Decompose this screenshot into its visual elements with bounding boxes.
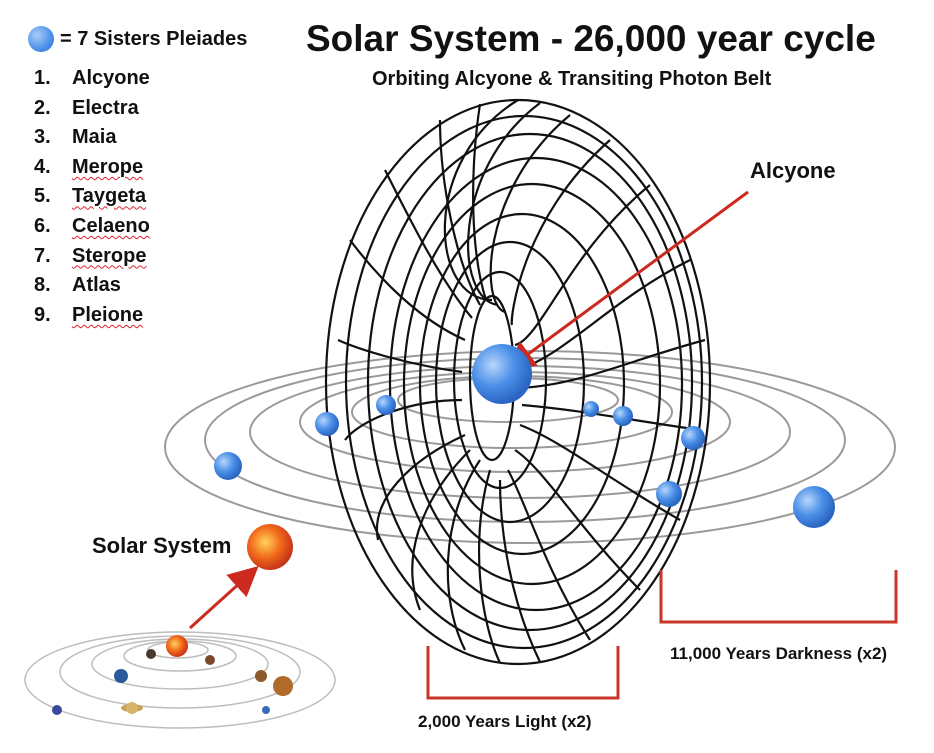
pleiades-star — [613, 406, 633, 426]
light-label: 2,000 Years Light (x2) — [418, 712, 592, 731]
list-item: 9.Pleione — [34, 303, 144, 326]
legend-key: = 7 Sisters Pleiades — [28, 26, 247, 52]
list-item: 4.Merope — [34, 155, 144, 178]
solar-system-sun — [247, 524, 293, 570]
page-title: Solar System - 26,000 year cycle — [306, 18, 876, 59]
legend-key-label: = 7 Sisters Pleiades — [60, 27, 248, 50]
planet — [262, 706, 270, 714]
planet — [114, 669, 128, 683]
list-item: 6.Celaeno — [34, 214, 150, 237]
planet — [205, 655, 215, 665]
light-bracket — [426, 646, 620, 700]
pleiades-star — [214, 452, 242, 480]
solar-system-arrow — [188, 565, 259, 630]
list-item: 3.Maia — [34, 126, 117, 149]
page-subtitle: Orbiting Alcyone & Transiting Photon Bel… — [372, 68, 772, 90]
pleiades-stars — [214, 344, 835, 528]
alcyone-label: Alcyone — [750, 158, 836, 183]
pleiades-dot-icon — [28, 26, 54, 52]
star-list: 1.Alcyone 2.Electra 3.Maia 4.Merope 5.Ta… — [34, 64, 150, 330]
list-item: 8.Atlas — [34, 274, 121, 297]
planet — [146, 649, 156, 659]
darkness-bracket — [659, 570, 898, 624]
solar-system-label: Solar System — [92, 533, 232, 558]
planet — [273, 676, 293, 696]
list-item: 5.Taygeta — [34, 185, 147, 208]
pleiades-star — [793, 486, 835, 528]
pleiades-star — [315, 412, 339, 436]
planet — [52, 705, 62, 715]
list-item: 1.Alcyone — [34, 67, 150, 89]
list-item: 7.Sterope — [34, 244, 147, 267]
pleiades-star — [583, 401, 599, 417]
alcyone-star — [472, 344, 532, 404]
pleiades-star — [656, 481, 682, 507]
pleiades-star — [681, 426, 705, 450]
mini-solar-system — [24, 631, 336, 729]
mini-sun — [166, 635, 188, 657]
planet — [255, 670, 267, 682]
darkness-label: 11,000 Years Darkness (x2) — [670, 644, 888, 663]
list-item: 2.Electra — [34, 96, 139, 119]
photon-belt-torus — [324, 98, 712, 666]
alcyone-arrow — [504, 190, 749, 372]
pleiades-star — [376, 395, 396, 415]
